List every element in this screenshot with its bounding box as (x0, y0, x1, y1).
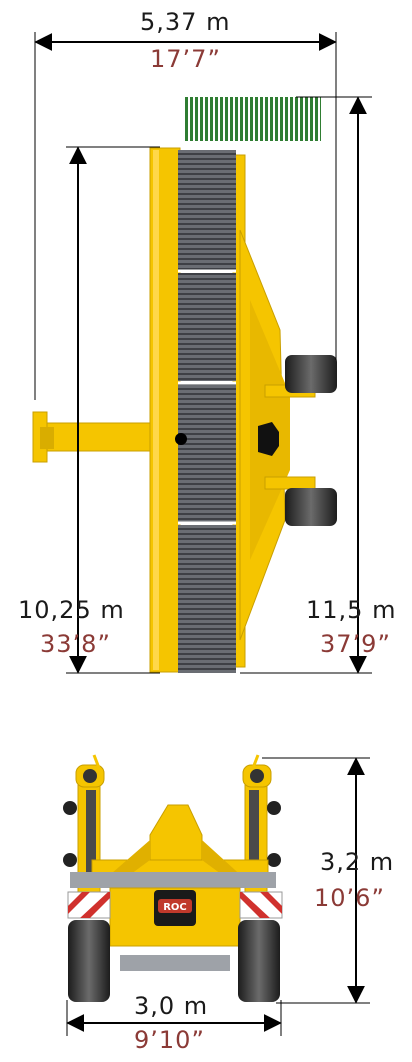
width-top-imperial-label: 17’7” (150, 45, 221, 73)
length-dimension-right (240, 96, 372, 674)
reflector-panels (67, 891, 283, 919)
rear-wheels (68, 920, 280, 1002)
wheel (285, 488, 337, 526)
pivot-point (175, 433, 187, 445)
height-rear-metric-label: 3,2 m (320, 848, 395, 876)
width-dimension-top (34, 32, 337, 400)
rear-wheel (68, 920, 110, 1002)
width-dimension-rear (66, 1000, 282, 1036)
center-chassis: ROC (70, 804, 276, 947)
roller-sections (178, 150, 236, 673)
roller-section (178, 384, 236, 522)
hydraulic-hub (258, 422, 279, 456)
transport-wheels (264, 355, 337, 526)
brand-badge-text: ROC (163, 902, 187, 913)
main-frame (149, 147, 290, 673)
length-right-metric-label: 11,5 m (306, 596, 397, 624)
rear-view: ROC (63, 754, 370, 1036)
length-left-imperial-label: 33’8” (40, 630, 111, 658)
crop-rows (185, 97, 321, 141)
top-view (32, 32, 372, 674)
length-dimension-left (66, 146, 160, 674)
height-rear-imperial-label: 10’6” (314, 884, 385, 912)
wheel (285, 355, 337, 393)
width-rear-imperial-label: 9’10” (134, 1026, 205, 1054)
width-top-metric-label: 5,37 m (140, 8, 231, 36)
rear-wheel (238, 920, 280, 1002)
height-dimension-rear (262, 757, 370, 1004)
length-left-metric-label: 10,25 m (18, 596, 125, 624)
roller-section (178, 150, 236, 270)
roller-section (178, 273, 236, 381)
roller-section (178, 525, 236, 673)
length-right-imperial-label: 37’9” (320, 630, 391, 658)
width-rear-metric-label: 3,0 m (134, 992, 209, 1020)
